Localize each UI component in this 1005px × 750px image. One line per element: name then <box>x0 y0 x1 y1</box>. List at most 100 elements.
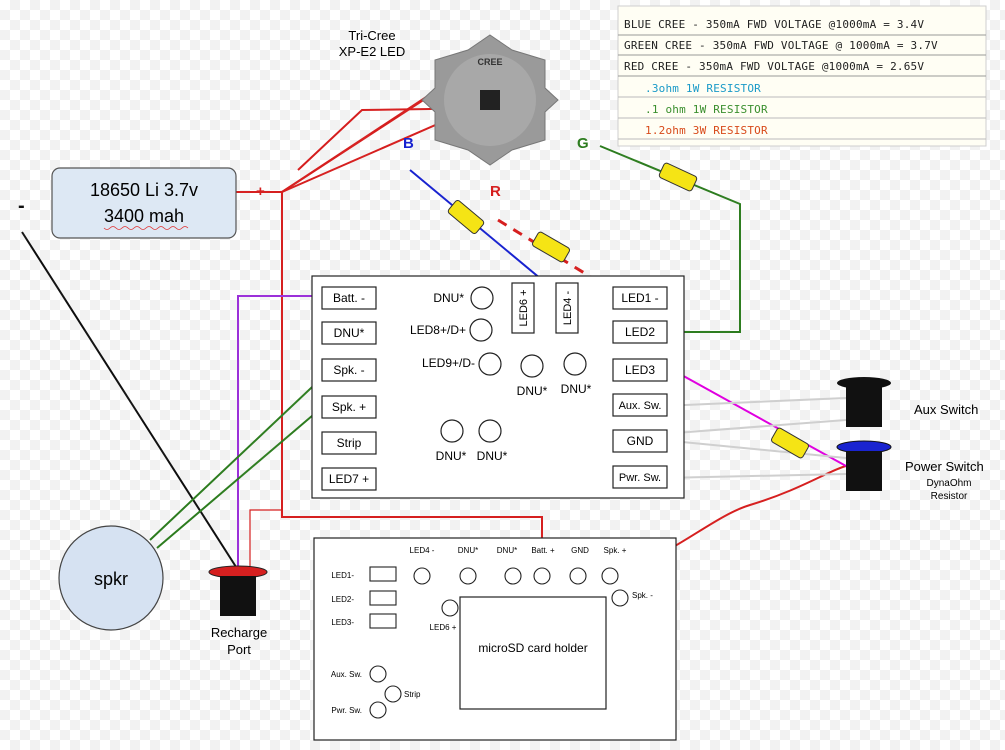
note-resistor-red: 1.2ohm 3W RESISTOR <box>645 124 768 137</box>
pad-led3: LED3 <box>625 363 655 377</box>
power-switch: Power Switch DynaOhm Resistor <box>836 440 984 502</box>
wire-green-spk-minus <box>149 371 329 541</box>
note-resistor-blue: .3ohm 1W RESISTOR <box>645 82 761 95</box>
pad-gnd: GND <box>627 434 654 448</box>
led-chip-text: CREE <box>477 57 502 67</box>
label-red-wire: R <box>490 183 501 200</box>
pad-spk-plus: Spk. + <box>332 400 366 414</box>
sd-card-label: microSD card holder <box>478 641 587 655</box>
aux-switch: Aux Switch <box>837 377 978 427</box>
hole-dnu-mid1 <box>520 354 544 378</box>
resistor-red <box>532 231 570 263</box>
label-minus: - <box>18 195 25 217</box>
lower-label-led3: LED3- <box>331 618 354 627</box>
resistors <box>447 162 809 459</box>
recharge-label-line2: Port <box>227 642 251 657</box>
pad-led1-minus: LED1 - <box>621 291 658 305</box>
wire-red-recharge <box>249 509 282 572</box>
upper-right-pads: LED1 - LED2 LED3 Aux. Sw. GND Pwr. Sw. <box>612 286 668 489</box>
lower-label-spk-plus: Spk. + <box>604 546 627 555</box>
note-red-cree: RED CREE - 350mA FWD VOLTAGE @1000mA = 2… <box>624 60 924 73</box>
spellcheck-underline <box>103 226 189 230</box>
pad-led6-plus: LED6 + <box>518 290 530 327</box>
speaker: spkr <box>58 525 164 631</box>
hole-dnu-mid2 <box>563 352 587 376</box>
led-title-line1: Tri-Cree <box>348 28 395 43</box>
wire-green-spk-plus <box>156 403 327 549</box>
hole-label-dnu-low2: DNU* <box>477 449 508 463</box>
pad-spk-minus: Spk. - <box>333 363 364 377</box>
pad-batt-minus: Batt. - <box>333 291 365 305</box>
recharge-port: Recharge Port <box>208 565 268 657</box>
lower-board: LED4 - DNU* DNU* Batt. + GND Spk. + LED1… <box>313 537 677 741</box>
aux-switch-body <box>846 385 882 427</box>
label-plus: + <box>256 183 265 200</box>
label-green-wire: G <box>577 135 589 152</box>
upper-vertical-pads: LED6 + LED4 - <box>511 282 579 334</box>
aux-switch-label: Aux Switch <box>914 402 978 417</box>
led-star: CREE Tri-Cree XP-E2 LED <box>339 28 559 166</box>
hole-dnu-top <box>470 286 494 310</box>
hole-dnu-low2 <box>478 419 502 443</box>
hole-led9 <box>478 352 502 376</box>
pad-led7-plus: LED7 + <box>329 472 369 486</box>
pad-pwr-sw: Pwr. Sw. <box>619 472 661 484</box>
pad-dnu: DNU* <box>334 326 365 340</box>
recharge-label-line1: Recharge <box>211 625 267 640</box>
lower-top-holes <box>369 567 629 719</box>
lower-label-led6: LED6 + <box>430 623 457 632</box>
speaker-label: spkr <box>94 569 128 589</box>
resistor-green <box>658 162 698 192</box>
note-resistor-green: .1 ohm 1W RESISTOR <box>645 103 768 116</box>
pad-strip: Strip <box>337 436 362 450</box>
lower-label-batt-plus: Batt. + <box>531 546 555 555</box>
pad-led4-minus: LED4 - <box>562 291 574 326</box>
power-switch-label: Power Switch <box>905 459 984 474</box>
pad-led2: LED2 <box>625 325 655 339</box>
lower-label-aux: Aux. Sw. <box>331 670 362 679</box>
lower-left-pads <box>369 566 397 629</box>
lower-label-pwr: Pwr. Sw. <box>331 706 362 715</box>
upper-board: Batt. - DNU* Spk. - Spk. + Strip LED7 + … <box>311 275 685 499</box>
hole-label-dnu-mid2: DNU* <box>561 382 592 396</box>
battery-line2: 3400 mah <box>104 206 184 226</box>
hole-label-led8: LED8+/D+ <box>410 323 466 337</box>
hole-label-dnu-mid1: DNU* <box>517 384 548 398</box>
wire-pwr-sw <box>661 473 847 479</box>
lower-label-gnd: GND <box>571 546 589 555</box>
lower-label-led1: LED1- <box>331 571 354 580</box>
hole-label-led9: LED9+/D- <box>422 356 475 370</box>
wire-gnd-pwr <box>661 439 847 459</box>
power-switch-body <box>846 451 882 491</box>
resistor-blue <box>447 200 485 234</box>
wire-gnd-aux <box>661 419 847 435</box>
battery: 18650 Li 3.7v 3400 mah <box>51 167 237 239</box>
led-chip-mark <box>480 90 500 110</box>
lower-label-strip: Strip <box>404 690 421 699</box>
upper-holes <box>440 286 587 443</box>
lower-label-led4: LED4 - <box>410 546 435 555</box>
notes-card: BLUE CREE - 350mA FWD VOLTAGE @1000mA = … <box>617 5 987 147</box>
wire-battery-negative <box>21 231 239 571</box>
resistor-dynaohm <box>771 427 809 459</box>
led-title-line2: XP-E2 LED <box>339 44 405 59</box>
dynaohm-label-line2: Resistor <box>931 491 968 502</box>
note-green-cree: GREEN CREE - 350mA FWD VOLTAGE @ 1000mA … <box>624 39 938 52</box>
lower-label-dnu1: DNU* <box>458 546 478 555</box>
label-blue-wire: B <box>403 135 414 152</box>
lower-label-led2: LED2- <box>331 595 354 604</box>
hole-label-dnu-low1: DNU* <box>436 449 467 463</box>
hole-label-dnu-top: DNU* <box>433 291 464 305</box>
lower-label-dnu2: DNU* <box>497 546 517 555</box>
sd-card-holder <box>459 596 607 710</box>
lower-label-spk-minus: Spk. - <box>632 591 653 600</box>
battery-line1: 18650 Li 3.7v <box>90 180 198 200</box>
hole-led8 <box>469 318 493 342</box>
wire-aux-sw <box>661 397 847 407</box>
recharge-port-body <box>220 576 256 616</box>
dynaohm-label-line1: DynaOhm <box>926 478 971 489</box>
hole-dnu-low1 <box>440 419 464 443</box>
pad-aux-sw: Aux. Sw. <box>619 400 662 412</box>
upper-left-pads: Batt. - DNU* Spk. - Spk. + Strip LED7 + <box>321 286 377 491</box>
